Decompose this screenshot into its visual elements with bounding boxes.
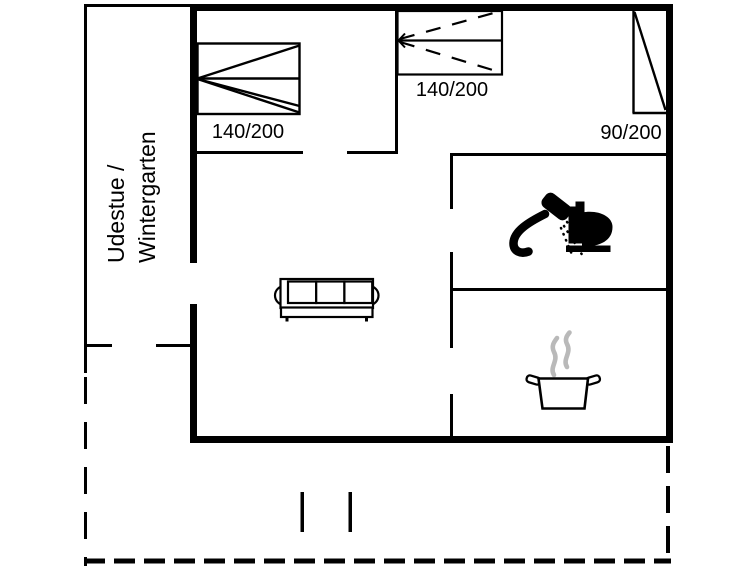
- double-bed-middle-icon: [396, 9, 504, 76]
- bed-arrow: [397, 32, 406, 49]
- bathroom-wall-left-lower: [450, 252, 453, 348]
- bed-dashed-diagonal: [399, 40, 502, 74]
- sofa-cushion: [286, 280, 318, 305]
- bedroom1-wall-bottom-b: [347, 151, 398, 154]
- double-bed-left-icon: [196, 42, 301, 116]
- outer-walls: [190, 4, 673, 443]
- annex-room-label-line2: Wintergarten: [133, 131, 160, 263]
- bed-diagonal: [197, 44, 300, 80]
- annex-wall-bottom-left: [84, 344, 112, 347]
- sofa-base: [279, 306, 374, 319]
- wall-left-upper: [190, 4, 197, 263]
- sofa-cushion: [315, 280, 346, 305]
- wall-bottom: [190, 436, 673, 443]
- steam-wisp: [550, 335, 560, 378]
- bathroom-wall-left-upper: [450, 153, 453, 209]
- single-bed-right-icon: [632, 11, 667, 115]
- sofa-icon: [273, 277, 380, 322]
- bed-frame: [396, 9, 504, 76]
- bed-diagonal: [197, 77, 300, 114]
- terrace-tick-right: [348, 492, 352, 532]
- interior-walls: [193, 11, 666, 436]
- bed-dashed-diagonal: [399, 9, 502, 41]
- bed-diagonal: [633, 11, 667, 111]
- terrace-tick-left: [300, 492, 304, 532]
- annex-room-label: Udestue / Wintergarten: [101, 131, 162, 263]
- annex-wall-bottom-right: [156, 344, 193, 347]
- wall-right: [666, 4, 673, 443]
- toilet-base: [566, 245, 611, 252]
- annex-walls: [84, 4, 193, 373]
- sofa-cushion: [343, 280, 374, 305]
- pot-body: [537, 377, 590, 410]
- steam-wisp: [563, 330, 572, 370]
- shower-handle: [509, 209, 550, 257]
- annex-wall-top: [84, 4, 193, 7]
- annex-wall-left: [84, 4, 87, 373]
- bedroom1-wall-bottom-a: [193, 151, 303, 154]
- terrace-boundary: [84, 377, 671, 566]
- kitchen-wall-left: [450, 394, 453, 436]
- shower-head: [541, 192, 572, 221]
- cooking-pot-icon: [525, 374, 602, 410]
- steam-icon: [550, 330, 572, 378]
- annex-room-label-line1: Udestue /: [103, 164, 129, 263]
- toilet-icon: [566, 201, 613, 252]
- toilet-knob: [575, 201, 585, 209]
- bedroom1-wall-right: [395, 11, 398, 154]
- bed-size-label-right: 90/200: [600, 122, 662, 144]
- bed-size-label-middle: 140/200: [415, 79, 489, 101]
- wall-left-lower: [190, 304, 197, 443]
- toilet-bowl: [582, 211, 613, 247]
- toilet-tank: [568, 206, 585, 244]
- wall-top: [190, 4, 673, 11]
- terrace-entrance-ticks: [300, 492, 352, 532]
- bed-size-label-left: 140/200: [211, 121, 285, 143]
- bathroom-wall-top: [451, 153, 666, 156]
- kitchen-bathroom-divider: [451, 288, 666, 291]
